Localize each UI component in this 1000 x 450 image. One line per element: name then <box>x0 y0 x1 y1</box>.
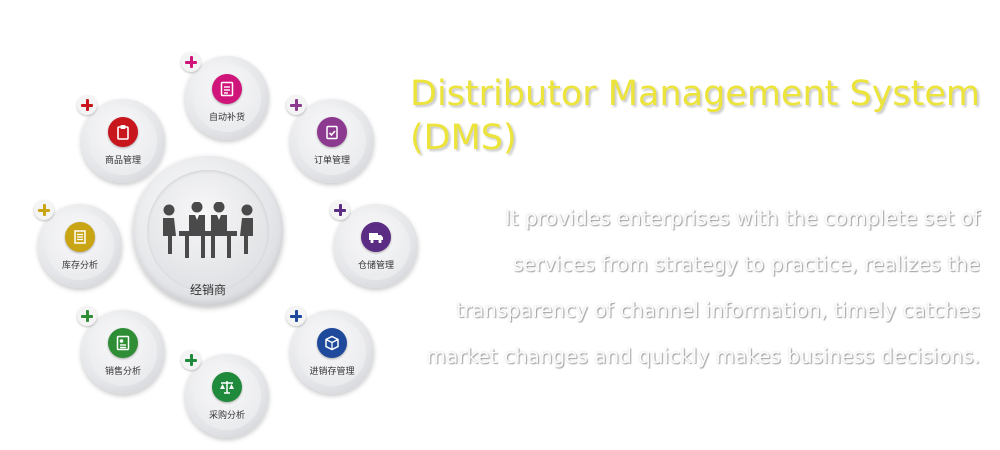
plus-icon[interactable] <box>181 52 201 72</box>
node-stock-analysis[interactable]: 库存分析 <box>34 200 122 288</box>
node-label: 销售分析 <box>104 367 141 377</box>
node-warehouse-management[interactable]: 仓储管理 <box>330 200 418 288</box>
dms-headline: Distributor Management System (DMS) <box>410 74 980 158</box>
box-icon <box>317 328 347 358</box>
plus-icon[interactable] <box>77 95 97 115</box>
node-label: 商品管理 <box>104 156 141 166</box>
node-label: 订单管理 <box>313 156 350 166</box>
node-label: 采购分析 <box>208 411 245 421</box>
dms-diagram: 经销商 商品管理 自动补货 订单管理 仓储管理 <box>0 0 420 450</box>
truck-icon <box>361 222 391 252</box>
distributor-hub: 经销商 <box>133 156 283 306</box>
meeting-people-icon <box>163 202 253 258</box>
node-inventory-management[interactable]: 进销存管理 <box>286 306 374 394</box>
plus-icon[interactable] <box>34 200 54 220</box>
node-label: 进销存管理 <box>309 367 355 377</box>
plus-icon[interactable] <box>286 95 306 115</box>
node-order-management[interactable]: 订单管理 <box>286 95 374 183</box>
plus-icon[interactable] <box>77 306 97 326</box>
plus-icon[interactable] <box>330 200 350 220</box>
node-label: 仓储管理 <box>357 261 394 271</box>
node-auto-replenishment[interactable]: 自动补货 <box>181 52 269 140</box>
node-purchase-analysis[interactable]: 采购分析 <box>181 350 269 438</box>
node-label: 自动补货 <box>208 113 245 123</box>
checklist-icon <box>317 117 347 147</box>
distributor-label: 经销商 <box>189 283 226 297</box>
node-label: 库存分析 <box>61 261 98 271</box>
clipboard-icon <box>108 117 138 147</box>
dms-description: It provides enterprises with the complet… <box>426 206 980 368</box>
plus-icon[interactable] <box>181 350 201 370</box>
scroll-icon <box>65 222 95 252</box>
scale-icon <box>212 372 242 402</box>
document-chart-icon <box>212 74 242 104</box>
node-goods-management[interactable]: 商品管理 <box>77 95 165 183</box>
plus-icon[interactable] <box>286 306 306 326</box>
report-icon <box>108 328 138 358</box>
node-sales-analysis[interactable]: 销售分析 <box>77 306 165 394</box>
